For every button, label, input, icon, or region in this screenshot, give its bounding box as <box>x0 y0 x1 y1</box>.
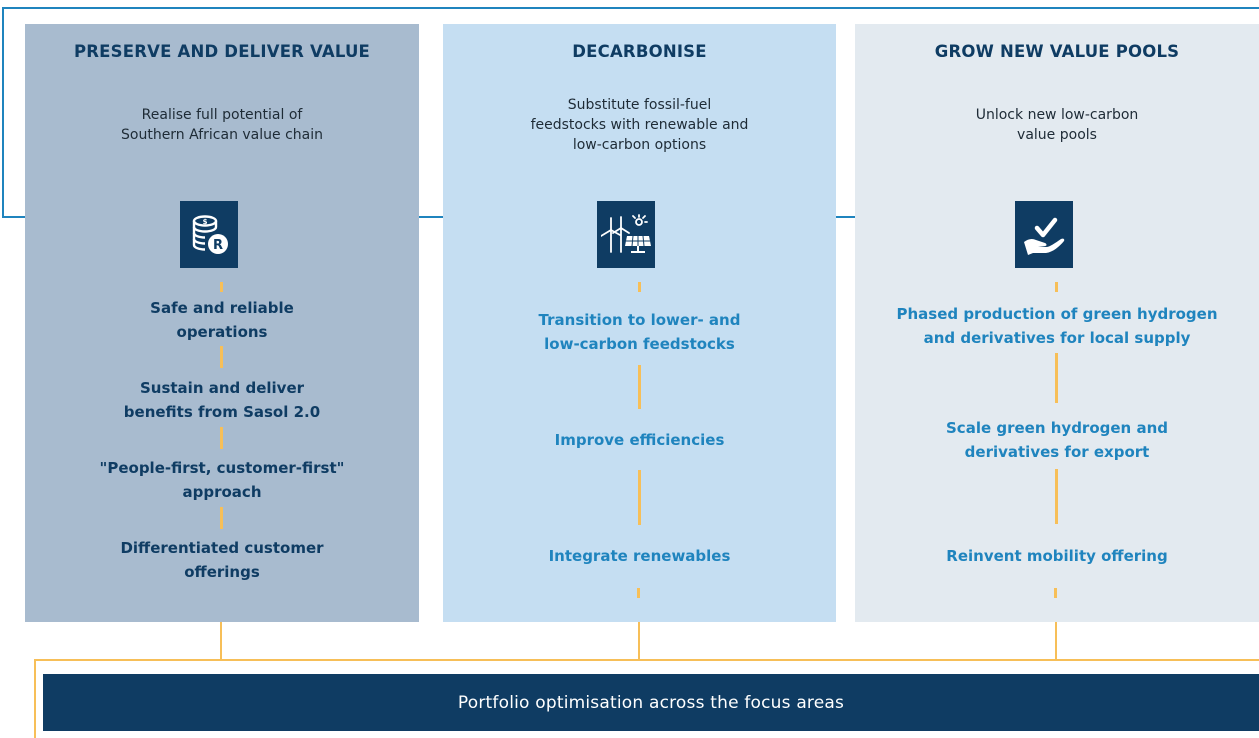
svg-text:R: R <box>213 238 223 253</box>
column-title: PRESERVE AND DELIVER VALUE <box>73 42 371 61</box>
connector-dash <box>638 282 641 292</box>
column-description: Realise full potential of Southern Afric… <box>75 105 369 145</box>
frame-left-line <box>2 7 4 216</box>
connector-dash <box>637 588 640 598</box>
focus-item: Integrate renewables <box>548 547 731 565</box>
hand-check-icon <box>1015 201 1073 268</box>
column-description: Unlock new low-carbon value pools <box>905 105 1209 145</box>
bottom-connector <box>1055 622 1057 660</box>
connector-dash <box>638 470 641 525</box>
bottom-connector-line <box>34 659 1259 661</box>
portfolio-bar-label: Portfolio optimisation across the focus … <box>457 692 845 713</box>
bottom-connector <box>220 622 222 660</box>
bottom-connector-left <box>34 659 36 738</box>
connector-dash <box>1055 353 1058 403</box>
focus-item: "People-first, customer-first"approach <box>99 459 345 501</box>
portfolio-bar: Portfolio optimisation across the focus … <box>43 674 1259 731</box>
description-line: Unlock new low-carbon <box>975 107 1139 123</box>
description-line: Southern African value chain <box>121 127 323 143</box>
description-line: value pools <box>1017 127 1097 143</box>
connector-dash <box>220 427 223 449</box>
frame-top-line <box>2 7 1259 9</box>
description-line: low-carbon options <box>572 137 707 153</box>
column-grow-value-pools: GROW NEW VALUE POOLS Unlock new low-carb… <box>855 24 1259 622</box>
connector-dash <box>1055 469 1058 524</box>
connector-dash <box>638 365 641 409</box>
focus-item: Improve efficiencies <box>554 431 725 449</box>
column-title: DECARBONISE <box>572 42 707 61</box>
column-preserve-value: PRESERVE AND DELIVER VALUE Realise full … <box>25 24 419 622</box>
description-line: Realise full potential of <box>141 107 303 123</box>
connector-line <box>686 216 1015 218</box>
column-description: Substitute fossil-fuel feedstocks with r… <box>493 95 786 155</box>
column-decarbonise: DECARBONISE Substitute fossil-fuel feeds… <box>443 24 836 622</box>
connector-dash <box>220 346 223 368</box>
wind-solar-icon <box>597 201 655 268</box>
description-line: feedstocks with renewable and <box>530 117 749 133</box>
bottom-connector <box>638 622 640 660</box>
connector-dash <box>1055 282 1058 292</box>
connector-dash <box>220 507 223 529</box>
column-title: GROW NEW VALUE POOLS <box>934 42 1180 61</box>
connector-dash <box>1054 588 1057 598</box>
svg-text:$: $ <box>203 218 208 226</box>
connector-dash <box>220 282 223 292</box>
focus-item: Reinvent mobility offering <box>946 547 1168 565</box>
connector-line <box>270 216 597 218</box>
coins-rand-icon: $ R <box>180 201 238 268</box>
description-line: Substitute fossil-fuel <box>567 97 712 113</box>
